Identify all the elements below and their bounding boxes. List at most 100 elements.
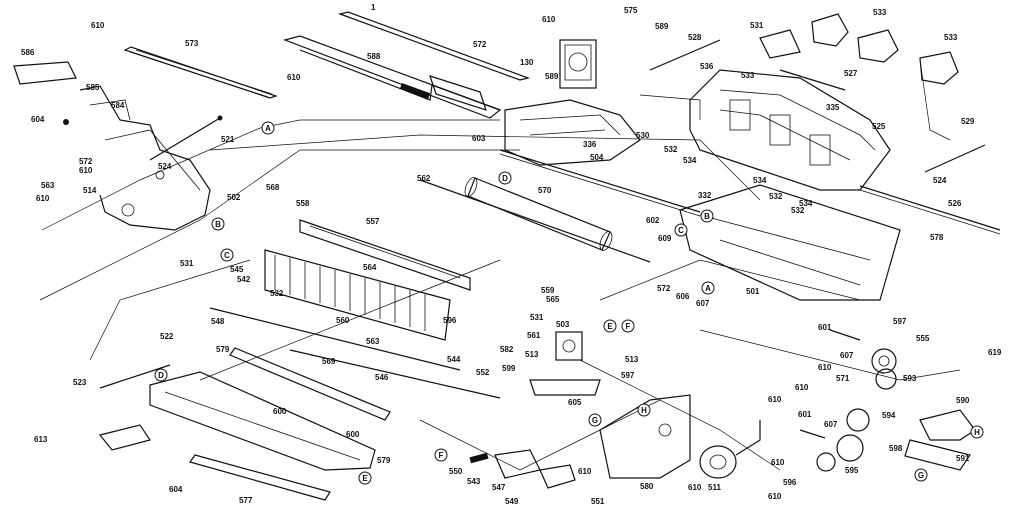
callout-circle [700, 209, 714, 223]
part-label: 600 [346, 430, 360, 439]
callout-circle [914, 468, 928, 482]
part-label: 579 [377, 456, 391, 465]
part-label: 531 [180, 259, 194, 268]
part-label: 579 [216, 345, 230, 354]
part-label: 564 [363, 263, 377, 272]
part-label: 568 [266, 183, 280, 192]
part-label: 603 [472, 134, 486, 143]
carriage-assembly [504, 39, 641, 166]
callout-letter: A [705, 284, 711, 293]
callout-letter: F [626, 322, 631, 331]
callout-circle [637, 403, 651, 417]
part-label: 593 [903, 374, 917, 383]
part-label: 610 [79, 166, 93, 175]
part-label: 610 [768, 492, 782, 501]
callout-marker: F [434, 448, 448, 462]
part-label: 598 [889, 444, 903, 453]
callout-letter: C [224, 251, 230, 260]
part-label: 534 [799, 199, 813, 208]
callout-letter: H [641, 406, 647, 415]
part-label: 536 [700, 62, 714, 71]
part-label: 532 [791, 206, 805, 215]
rail-569 [229, 347, 391, 421]
part-label: 580 [640, 482, 654, 491]
lower-frame-579 [149, 371, 376, 471]
callout-marker: F [621, 319, 635, 333]
callout-circle [674, 223, 688, 237]
part-label: 542 [237, 275, 251, 284]
callout-marker: A [261, 121, 275, 135]
part-label: 610 [36, 194, 50, 203]
top-rail-573 [123, 46, 278, 99]
part-label: 562 [417, 174, 431, 183]
part-label: 552 [476, 368, 490, 377]
part-label: 533 [741, 71, 755, 80]
part-label: 606 [676, 292, 690, 301]
cam-blocks-533 [759, 13, 959, 85]
lever-591 [904, 409, 976, 471]
part-label: 602 [646, 216, 660, 225]
part-label: 590 [956, 396, 970, 405]
part-label: 585 [86, 83, 100, 92]
callout-letter: G [592, 416, 598, 425]
part-label: 545 [230, 265, 244, 274]
bottom-rail-577 [189, 454, 331, 501]
belt-guide-588 [283, 35, 502, 119]
part-label: 559 [541, 286, 555, 295]
callout-marker: C [674, 223, 688, 237]
part-label: 531 [530, 313, 544, 322]
callout-letter: E [607, 322, 613, 331]
callout-circle [261, 121, 275, 135]
part-label: 514 [83, 186, 97, 195]
part-label: 601 [818, 323, 832, 332]
callout-marker: B [700, 209, 714, 223]
callout-marker: E [603, 319, 617, 333]
callout-circle [211, 217, 225, 231]
callout-circle [220, 248, 234, 262]
part-label: 610 [91, 21, 105, 30]
part-label: 584 [111, 101, 125, 110]
part-label: 532 [270, 289, 284, 298]
part-label: 502 [227, 193, 241, 202]
part-label: 533 [873, 8, 887, 17]
part-label: 619 [988, 348, 1002, 357]
part-label: 591 [956, 454, 970, 463]
part-label: 578 [930, 233, 944, 242]
part-label: 569 [322, 357, 336, 366]
part-label: 610 [287, 73, 301, 82]
part-label: 524 [158, 162, 172, 171]
part-label: 607 [696, 299, 710, 308]
part-label: 610 [688, 483, 702, 492]
part-label: 560 [336, 316, 350, 325]
callout-letter: F [439, 451, 444, 460]
part-label: 610 [578, 467, 592, 476]
paper-guide-557 [299, 219, 471, 291]
sensor-503 [529, 331, 601, 396]
gear-train [799, 329, 897, 472]
part-label: 563 [41, 181, 55, 190]
callout-letter: A [265, 124, 271, 133]
part-label: 522 [160, 332, 174, 341]
part-label: 550 [449, 467, 463, 476]
part-label: 596 [783, 478, 797, 487]
part-label: 570 [538, 186, 552, 195]
part-label: 607 [824, 420, 838, 429]
part-label: 332 [698, 191, 712, 200]
part-label: 504 [590, 153, 604, 162]
tractor-564 [264, 249, 451, 341]
part-label: 610 [768, 395, 782, 404]
callout-marker: G [588, 413, 602, 427]
callout-marker: H [637, 403, 651, 417]
part-label: 130 [520, 58, 534, 67]
part-label: 572 [473, 40, 487, 49]
part-label: 604 [31, 115, 45, 124]
left-side-bracket-502 [63, 85, 211, 231]
part-label: 549 [505, 497, 519, 506]
part-label: 596 [443, 316, 457, 325]
part-label: 557 [366, 217, 380, 226]
part-label: 551 [591, 497, 605, 506]
part-label: 605 [568, 398, 582, 407]
